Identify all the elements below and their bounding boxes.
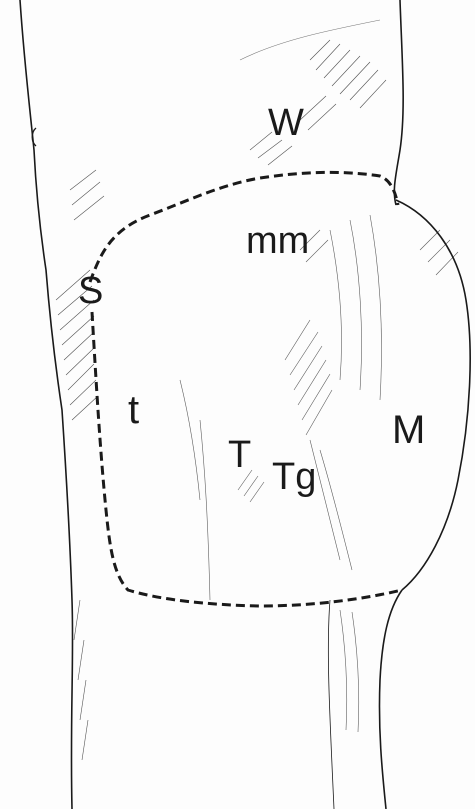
label-m: M: [392, 410, 425, 450]
label-mm: mm: [246, 222, 309, 260]
hatching-left: [56, 270, 98, 760]
torso-top-curve: [240, 20, 380, 60]
label-s: S: [78, 272, 103, 310]
label-tg: Tg: [272, 458, 316, 496]
label-T: T: [228, 436, 251, 474]
body-outline-left: [20, 0, 73, 809]
hatching-right: [300, 230, 458, 275]
buttock-contour: [396, 200, 470, 590]
label-w: W: [268, 104, 304, 142]
leg-outline-right: [379, 590, 402, 809]
hatching-upper: [70, 40, 386, 220]
leg-inner-line: [328, 600, 334, 809]
body-outline-right-upper: [394, 0, 403, 205]
label-t: t: [128, 390, 139, 430]
